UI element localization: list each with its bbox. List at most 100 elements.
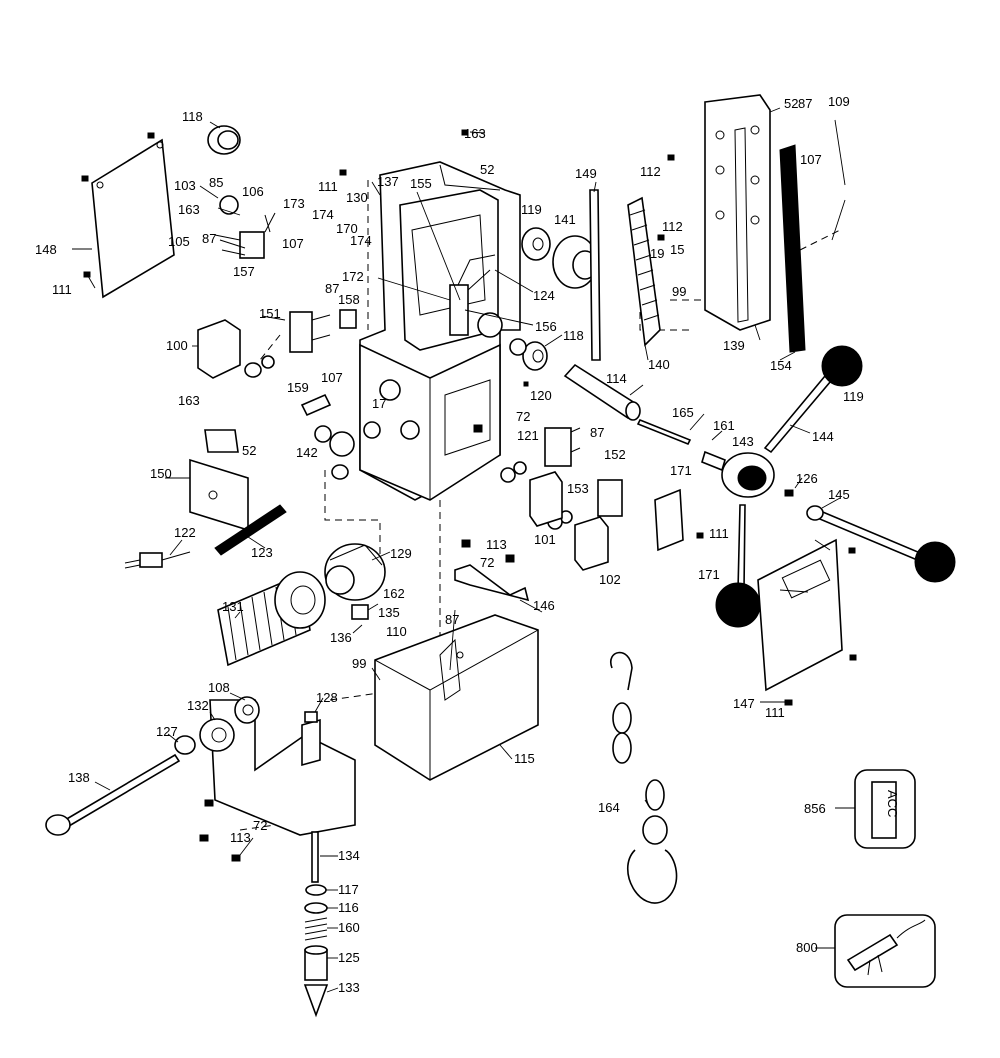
callout-110: 110 (386, 624, 407, 639)
callout-135: 135 (378, 605, 400, 620)
spider-hub-143 (701, 450, 775, 498)
callout-111: 111 (709, 526, 729, 541)
callout-148: 148 (35, 242, 57, 257)
callout-171: 171 (698, 567, 720, 582)
brush-holder-135 (351, 604, 369, 620)
callout-139: 139 (723, 338, 745, 353)
callout-120: 120 (530, 388, 552, 403)
callout-147: 147 (733, 696, 755, 711)
callout-171: 171 (670, 463, 692, 478)
cord-set-inset-800 (834, 914, 936, 988)
callout-111: 111 (52, 282, 72, 297)
callout-107: 107 (282, 236, 304, 251)
callout-137: 137 (377, 174, 399, 189)
callout-165: 165 (672, 405, 694, 420)
callout-153: 153 (567, 481, 589, 496)
callout-105: 105 (168, 234, 190, 249)
callout-141: 141 (554, 212, 576, 227)
callout-87: 87 (325, 281, 339, 296)
callout-856: 856 (804, 801, 826, 816)
callout-800: 800 (796, 940, 818, 955)
callout-106: 106 (242, 184, 264, 199)
brush-123 (214, 504, 287, 556)
callout-122: 122 (174, 525, 196, 540)
callout-146: 146 (533, 598, 555, 613)
callout-118: 118 (563, 328, 584, 343)
callout-156: 156 (535, 319, 557, 334)
callout-72: 72 (480, 555, 494, 570)
callout-158: 158 (338, 292, 360, 307)
callout-163: 163 (178, 393, 200, 408)
callout-117: 117 (338, 882, 359, 897)
pin-165 (636, 418, 692, 446)
callout-107: 107 (800, 152, 822, 167)
handle-145 (806, 505, 956, 583)
callout-52: 52 (784, 96, 798, 111)
plate-171 (654, 488, 684, 552)
tip-133 (303, 984, 329, 1018)
callout-144: 144 (812, 429, 834, 444)
callout-119: 119 (521, 202, 542, 217)
callout-87: 87 (445, 612, 459, 627)
spring-160 (304, 917, 328, 941)
callout-174: 174 (312, 207, 334, 222)
sleeve-125 (304, 945, 328, 981)
callout-99: 99 (352, 656, 366, 671)
callout-19: 19 (650, 246, 664, 261)
callout-132: 132 (187, 698, 209, 713)
callout-121: 121 (517, 428, 539, 443)
box-100 (197, 319, 241, 379)
tube-142 (563, 363, 641, 421)
callout-149: 149 (575, 166, 597, 181)
callout-103: 103 (174, 178, 196, 193)
grommets (244, 338, 573, 530)
rack-140 (627, 196, 661, 347)
base-casting-132 (199, 699, 356, 836)
callout-172: 172 (342, 269, 364, 284)
washer-108 (234, 696, 260, 724)
callout-145: 145 (828, 487, 850, 502)
washer-116 (304, 902, 328, 914)
callout-52: 52 (242, 443, 256, 458)
callout-85: 85 (209, 175, 223, 190)
callout-107: 107 (321, 370, 343, 385)
callout-152: 152 (604, 447, 626, 462)
cover-plate-147 (757, 538, 843, 692)
callout-136: 136 (330, 630, 352, 645)
callout-143: 143 (732, 434, 754, 449)
cord-plug-122 (124, 551, 191, 569)
callout-15: 15 (670, 242, 684, 257)
bracket-150 (189, 429, 249, 532)
callout-87: 87 (798, 96, 812, 111)
callout-131: 131 (222, 599, 244, 614)
callout-87: 87 (202, 231, 216, 246)
callout-157: 157 (233, 264, 255, 279)
callout-52: 52 (480, 162, 494, 177)
callout-99: 99 (672, 284, 686, 299)
switch-87 (544, 427, 581, 467)
stud-134 (311, 831, 319, 883)
callout-142: 142 (296, 445, 318, 460)
callout-124: 124 (533, 288, 555, 303)
slide-139 (704, 94, 771, 331)
callout-111: 111 (318, 179, 338, 194)
callout-115: 115 (514, 751, 535, 766)
callout-112: 112 (640, 164, 661, 179)
gear-housing-129 (324, 543, 386, 601)
callout-140: 140 (648, 357, 670, 372)
label-tag-inset-856: ACC (854, 769, 916, 849)
handle-144-lower (715, 504, 761, 628)
callout-101: 101 (534, 532, 556, 547)
callout-159: 159 (287, 380, 309, 395)
callout-150: 150 (150, 466, 172, 481)
hook-and-chain-icon (609, 651, 678, 904)
callout-162: 162 (383, 586, 405, 601)
callout-72: 72 (253, 818, 267, 833)
callout-123: 123 (251, 545, 273, 560)
callout-72: 72 (516, 409, 530, 424)
callout-163: 163 (178, 202, 200, 217)
spacer-127 (174, 735, 196, 755)
callout-118: 118 (182, 109, 203, 124)
bracket-146 (454, 564, 530, 602)
